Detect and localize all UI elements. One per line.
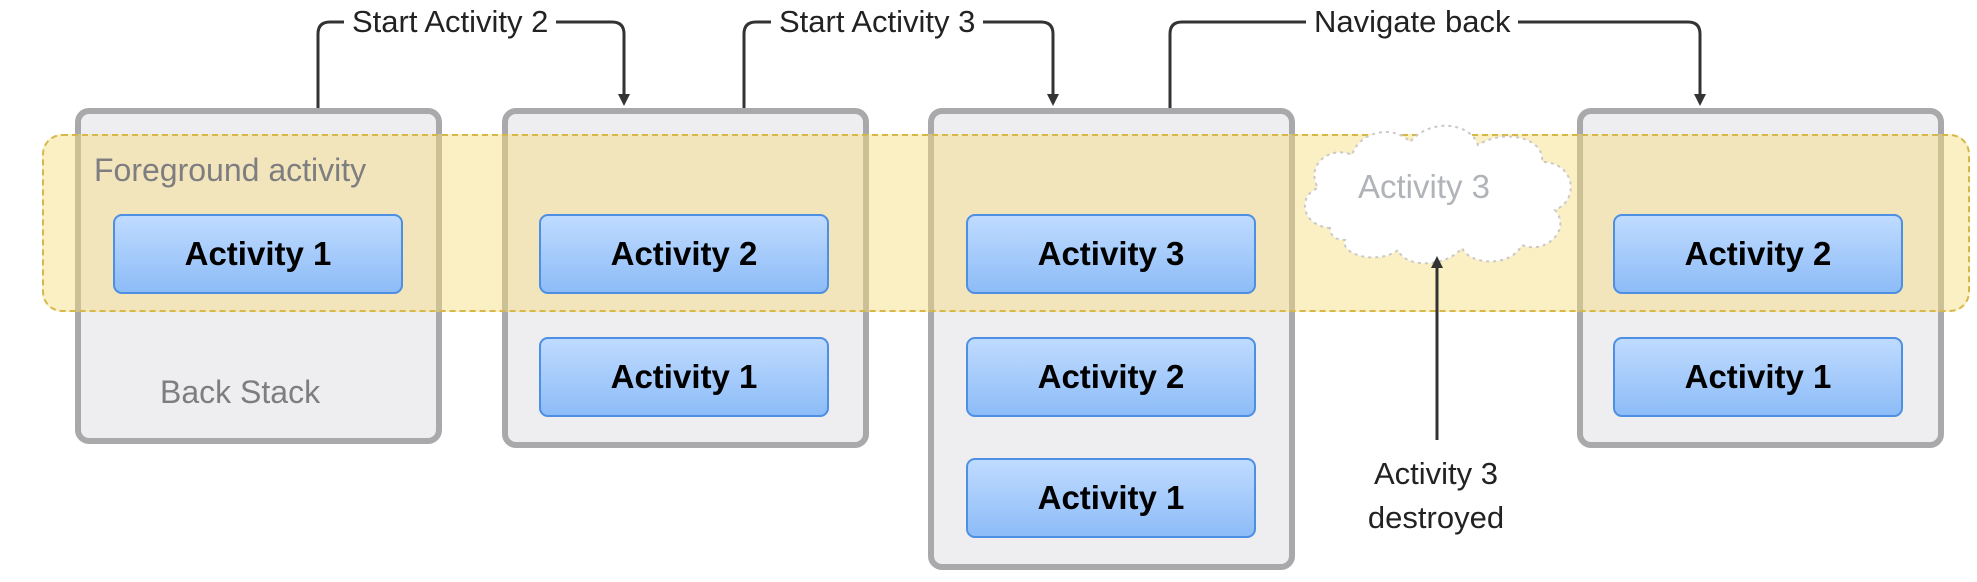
ghost-activity-3-label: Activity 3 — [1358, 168, 1491, 205]
start-activity-3-label: Start Activity 3 — [771, 4, 984, 40]
stack3-activity-3: Activity 3 — [966, 214, 1256, 294]
destroyed-line-1: Activity 3 — [1373, 456, 1499, 491]
back-stack-label: Back Stack — [160, 374, 321, 410]
stack2-activity-2: Activity 2 — [539, 214, 829, 294]
foreground-activity-label: Foreground activity — [94, 152, 367, 188]
navigate-back-label: Navigate back — [1306, 4, 1519, 40]
stack2-activity-1: Activity 1 — [539, 337, 829, 417]
stack3-activity-1: Activity 1 — [966, 458, 1256, 538]
stack3-activity-2: Activity 2 — [966, 337, 1256, 417]
stack4-activity-2: Activity 2 — [1613, 214, 1903, 294]
destroyed-line-2: destroyed — [1367, 500, 1505, 535]
activity-3-destroyed-label: Activity 3 destroyed — [1345, 452, 1527, 540]
stack4-activity-1: Activity 1 — [1613, 337, 1903, 417]
stack1-activity-1: Activity 1 — [113, 214, 403, 294]
start-activity-2-label: Start Activity 2 — [344, 4, 557, 40]
